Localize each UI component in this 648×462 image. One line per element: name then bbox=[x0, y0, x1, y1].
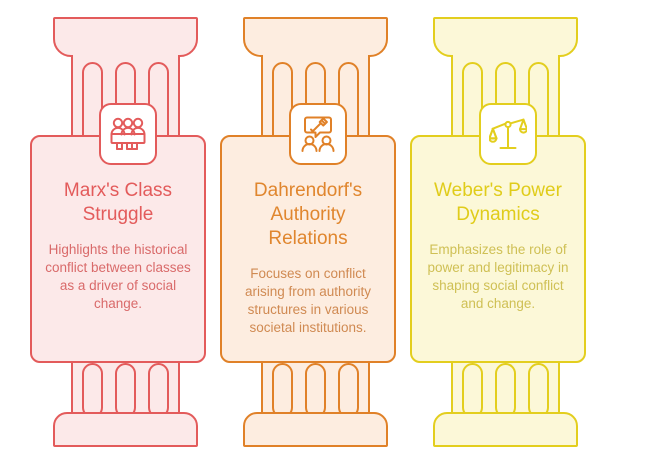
pillar-flute bbox=[272, 363, 293, 418]
pillar-flute bbox=[528, 363, 549, 418]
people-group-icon bbox=[99, 103, 157, 165]
pillar-flute bbox=[82, 363, 103, 418]
pillar-card-dahrendorf[interactable]: Dahrendorf's Authority Relations Focuses… bbox=[208, 0, 408, 462]
balance-scale-icon bbox=[479, 103, 537, 165]
pillar-flute bbox=[305, 363, 326, 418]
gavel-speech-bubble-icon bbox=[289, 103, 347, 165]
pillar-pedestal bbox=[53, 412, 198, 447]
pillar-card-marx[interactable]: Marx's Class Struggle Highlights the his… bbox=[18, 0, 218, 462]
pillar-flute bbox=[148, 363, 169, 418]
card-description: Highlights the historical conflict betwe… bbox=[45, 242, 191, 311]
pillar-pedestal bbox=[243, 412, 388, 447]
pillar-flute bbox=[495, 363, 516, 418]
pillar-capital bbox=[53, 17, 198, 57]
content-card[interactable]: Weber's Power Dynamics Emphasizes the ro… bbox=[410, 135, 586, 363]
pillar-card-weber[interactable]: Weber's Power Dynamics Emphasizes the ro… bbox=[398, 0, 598, 462]
pillar-flute bbox=[115, 363, 136, 418]
pillar-capital bbox=[243, 17, 388, 57]
pillar-pedestal bbox=[433, 412, 578, 447]
card-description: Emphasizes the role of power and legitim… bbox=[427, 242, 569, 311]
content-card[interactable]: Dahrendorf's Authority Relations Focuses… bbox=[220, 135, 396, 363]
card-description: Focuses on conflict arising from authori… bbox=[244, 266, 372, 335]
pillar-flute bbox=[338, 363, 359, 418]
pillar-capital bbox=[433, 17, 578, 57]
content-card[interactable]: Marx's Class Struggle Highlights the his… bbox=[30, 135, 206, 363]
card-title: Weber's Power Dynamics bbox=[434, 180, 562, 225]
card-title: Marx's Class Struggle bbox=[63, 180, 173, 225]
card-title: Dahrendorf's Authority Relations bbox=[253, 180, 363, 249]
pillar-flute bbox=[462, 363, 483, 418]
